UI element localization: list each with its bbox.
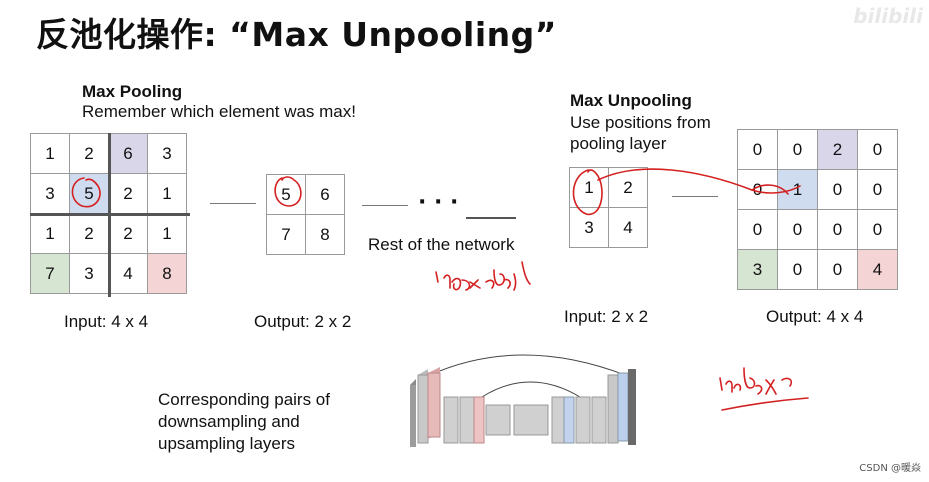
grid-cell: 0 xyxy=(778,250,817,289)
layer-block xyxy=(513,404,549,436)
pooling-output-label: Output: 2 x 2 xyxy=(254,312,352,331)
network-label: Rest of the network xyxy=(368,235,515,254)
grid-cell: 0 xyxy=(778,130,817,169)
grid-cell: 2 xyxy=(70,214,108,253)
grid-cell: 0 xyxy=(738,210,777,249)
pooling-subtitle: Remember which element was max! xyxy=(82,102,356,121)
unet-diagram xyxy=(410,354,636,447)
grid-cell-value: 2 xyxy=(818,130,857,169)
pooling-output-grid: 5 6 7 8 xyxy=(266,174,345,255)
ink-connector xyxy=(597,168,801,194)
unpooling-input-grid: 1 2 3 4 xyxy=(569,167,648,248)
grid-cell: 5 xyxy=(267,175,305,214)
grid-cell: 1 xyxy=(148,214,186,253)
skip-connection-arc xyxy=(481,381,581,398)
skip-connection-arc xyxy=(429,354,626,376)
ink-scribble xyxy=(719,367,809,411)
unpooling-heading: Max Unpooling xyxy=(570,91,692,110)
grid-cell: 0 xyxy=(778,210,817,249)
layer-block xyxy=(563,396,575,444)
pooling-heading: Max Pooling xyxy=(82,82,183,101)
ink-circle xyxy=(71,177,101,208)
arrow xyxy=(672,196,718,197)
grid-cell: 4 xyxy=(609,208,647,247)
bottom-caption-3: upsampling layers xyxy=(158,434,296,453)
grid-cell-value: 4 xyxy=(858,250,897,289)
bottom-caption-1: Corresponding pairs of xyxy=(158,390,330,409)
grid-cell: 3 xyxy=(148,134,186,173)
ink-scribble xyxy=(435,261,531,291)
grid-cell: 0 xyxy=(818,210,857,249)
grid-cell: 2 xyxy=(70,134,108,173)
grid-cell: 1 xyxy=(31,134,69,173)
grid-cell: 0 xyxy=(858,130,897,169)
arrow xyxy=(210,203,256,204)
ellipsis: · · · xyxy=(418,190,459,215)
layer-block xyxy=(628,369,636,445)
grid-cell: 2 xyxy=(109,214,147,253)
bottom-caption-2: downsampling and xyxy=(158,412,300,431)
layer-block xyxy=(473,396,485,444)
layer-block xyxy=(591,396,607,444)
grid-cell-max: 6 xyxy=(109,134,147,173)
grid-cell: 2 xyxy=(609,168,647,207)
ink-circle xyxy=(572,169,603,215)
grid-cell: 8 xyxy=(306,215,344,254)
bilibili-logo: bilibili xyxy=(853,4,923,28)
pooling-input-label: Input: 4 x 4 xyxy=(64,312,149,331)
grid-cell-value: 3 xyxy=(738,250,777,289)
layer-block xyxy=(485,404,511,436)
grid-cell: 0 xyxy=(738,170,777,209)
layer-block xyxy=(443,396,459,444)
grid-cell: 4 xyxy=(109,254,147,293)
unpooling-subtitle-2: pooling layer xyxy=(570,134,667,153)
layer-block xyxy=(575,396,591,444)
grid-cell: 3 xyxy=(31,174,69,213)
layer-block xyxy=(410,385,416,447)
grid-cell-max: 7 xyxy=(31,254,69,293)
unpooling-output-label: Output: 4 x 4 xyxy=(766,307,864,326)
grid-cell: 0 xyxy=(858,170,897,209)
ink-connector xyxy=(751,184,789,195)
grid-cell: 0 xyxy=(738,130,777,169)
grid-cell: 7 xyxy=(267,215,305,254)
grid-cell: 6 xyxy=(306,175,344,214)
slide-title: 反池化操作: “Max Unpooling” xyxy=(36,15,557,54)
arrow xyxy=(466,217,516,219)
unpooling-output-grid: 0 0 2 0 0 1 0 0 0 0 0 0 3 0 0 4 xyxy=(737,129,898,290)
csdn-watermark: CSDN @暖焱 xyxy=(859,463,921,474)
ink-circle xyxy=(274,176,302,207)
grid-cell: 3 xyxy=(70,254,108,293)
arrow xyxy=(362,205,408,206)
grid-cell-max: 8 xyxy=(148,254,186,293)
quadrant-divider xyxy=(30,213,190,216)
grid-cell: 0 xyxy=(818,170,857,209)
unpooling-input-label: Input: 2 x 2 xyxy=(564,307,649,326)
grid-cell: 0 xyxy=(818,250,857,289)
unpooling-subtitle-1: Use positions from xyxy=(570,113,711,132)
grid-cell: 2 xyxy=(109,174,147,213)
grid-cell: 1 xyxy=(148,174,186,213)
grid-cell: 0 xyxy=(858,210,897,249)
grid-cell: 1 xyxy=(31,214,69,253)
layer-block xyxy=(427,372,441,438)
